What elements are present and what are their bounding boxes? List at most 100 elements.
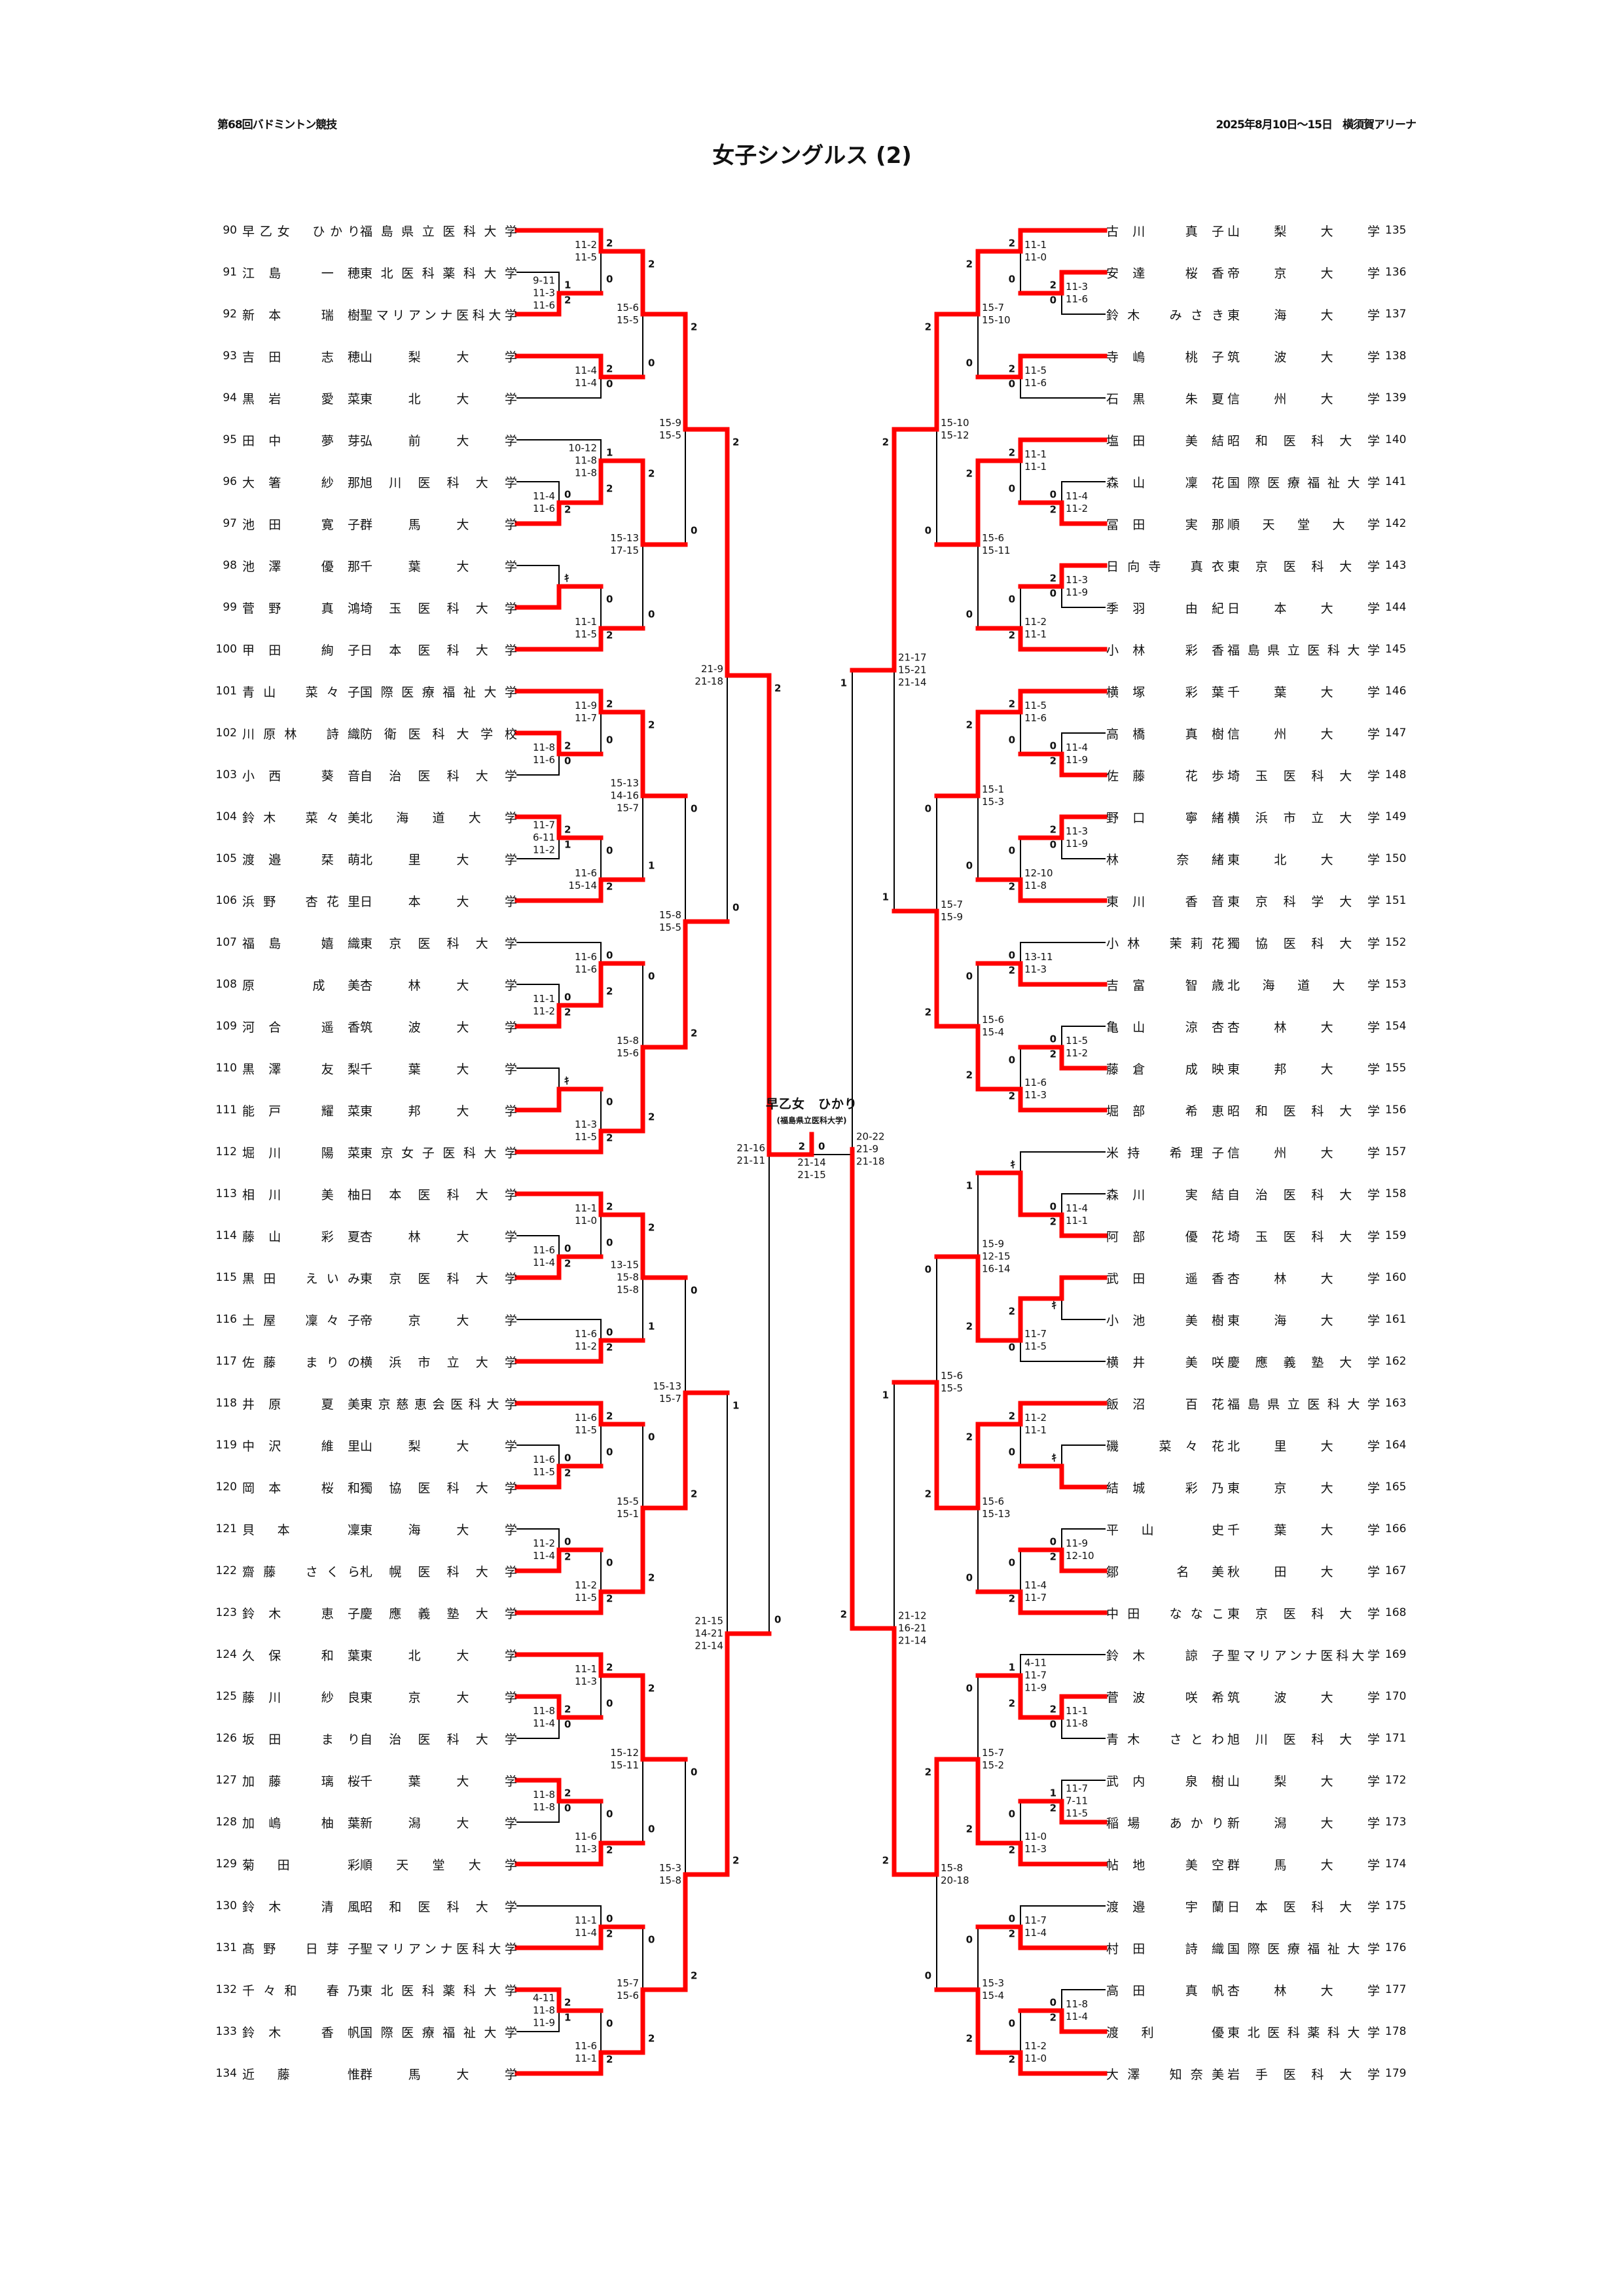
player-name: 久保 和葉 — [242, 1648, 360, 1663]
match-score-bottom: 2 — [1049, 503, 1056, 516]
match-score-top: 0 — [564, 488, 571, 501]
player-name: 吉富 智歳 — [1106, 978, 1224, 993]
player-name: 佐藤 まりの — [242, 1355, 360, 1370]
player-name: 千々和 春乃 — [242, 1983, 360, 1998]
player-name: 黒田 えいみ — [242, 1271, 360, 1286]
match-score-bottom: 2 — [606, 482, 613, 495]
champion-name: 早乙女 ひかり — [765, 1097, 857, 1111]
player-name: 早乙女 ひかり — [242, 224, 360, 239]
match-score-bottom: 0 — [1008, 1341, 1015, 1354]
player-number: 177 — [1385, 1983, 1407, 1996]
match-score-bottom: 2 — [648, 2032, 655, 2045]
match-score-top: 0 — [606, 1096, 613, 1108]
match-score-bottom: 0 — [606, 1236, 613, 1249]
player-number: 97 — [223, 517, 237, 530]
match-score-top: ｷ — [1010, 1158, 1015, 1171]
match-score-bottom: 2 — [1049, 1551, 1056, 1563]
match-score-top: 0 — [924, 1263, 931, 1276]
player-number: 91 — [223, 266, 237, 279]
match-score-bottom: 2 — [1049, 1048, 1056, 1060]
player-number: 179 — [1385, 2067, 1407, 2080]
match-score-bottom: 0 — [648, 608, 655, 620]
match-score-bottom: 2 — [606, 880, 613, 893]
player-name: 帖地 美空 — [1106, 1857, 1224, 1873]
player-name: 結城 彩乃 — [1106, 1480, 1224, 1496]
player-number: 158 — [1385, 1187, 1407, 1200]
player-school: 自治医科大学 — [360, 768, 517, 783]
player-school: 獨協医科大学 — [360, 1480, 517, 1496]
match-score-top: 2 — [648, 258, 655, 270]
match-score-top: 0 — [648, 1431, 655, 1443]
player-name: 田中 夢芽 — [242, 433, 360, 448]
player-number: 144 — [1385, 601, 1407, 614]
player-number: 138 — [1385, 350, 1407, 363]
champion-school: (福島県立医科大学) — [776, 1116, 847, 1125]
player-school: 千葉大学 — [360, 1774, 517, 1789]
match-score-top: 2 — [1008, 698, 1015, 710]
player-school: 慶應義塾大学 — [360, 1606, 517, 1621]
player-number: 172 — [1385, 1774, 1407, 1787]
match-score-bottom: 0 — [606, 1697, 613, 1710]
player-number: 119 — [215, 1439, 237, 1452]
match-score-bottom: 0 — [606, 273, 613, 285]
player-school: 北海道大学 — [360, 810, 517, 825]
player-number: 111 — [215, 1103, 237, 1117]
player-number: 131 — [215, 1941, 237, 1954]
player-name: 横井 美咲 — [1106, 1355, 1224, 1370]
match-score-top: 0 — [691, 1766, 698, 1778]
match-score-top: 0 — [1008, 844, 1015, 857]
player-name: 渡利 優 — [1106, 2025, 1224, 2040]
match-score-bottom: 1 — [648, 1320, 655, 1333]
match-score-top: 2 — [1008, 363, 1015, 375]
player-name: 森山 凜花 — [1106, 475, 1224, 490]
match-score-bottom: 0 — [1008, 378, 1015, 390]
match-score-top: 0 — [1008, 1556, 1015, 1569]
match-score-bottom: 2 — [1049, 755, 1056, 767]
player-school: 帝京大学 — [1227, 266, 1380, 281]
match-score-top: 0 — [564, 1242, 571, 1255]
player-school: 千葉大学 — [360, 559, 517, 574]
match-score-top: 1 — [1008, 1661, 1015, 1674]
player-name: 吉田 志穂 — [242, 350, 360, 365]
player-name: 大箸 紗那 — [242, 475, 360, 490]
match-score-top: 0 — [606, 2017, 613, 2030]
player-name: 新本 瑞樹 — [242, 308, 360, 323]
match-score-top: 0 — [1049, 1200, 1056, 1213]
player-school: 東北医科薬科大学 — [360, 266, 517, 281]
player-name: 石黒 朱夏 — [1106, 391, 1224, 406]
player-number: 168 — [1385, 1606, 1407, 1619]
player-name: 平山 史 — [1106, 1522, 1224, 1537]
player-school: 山梨大学 — [360, 350, 517, 365]
match-score-bottom: 2 — [965, 1069, 973, 1081]
match-score-bottom: 2 — [564, 1257, 571, 1270]
player-school: 防衛医科大学校 — [360, 726, 517, 742]
player-name: 菊田 彩 — [242, 1857, 360, 1873]
match-score-top: 2 — [774, 682, 782, 694]
player-number: 114 — [215, 1229, 237, 1242]
match-score-bottom: 0 — [606, 378, 613, 390]
player-number: 93 — [223, 350, 237, 363]
match-score-bottom: 2 — [1008, 964, 1015, 977]
player-number: 115 — [215, 1271, 237, 1284]
